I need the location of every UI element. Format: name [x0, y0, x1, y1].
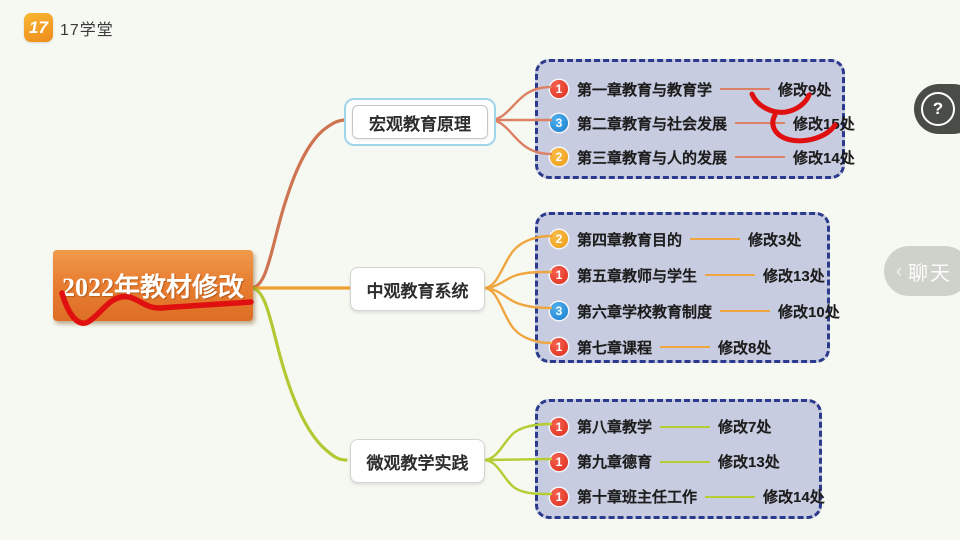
branch-node-micro[interactable]: 微观教学实践	[350, 439, 485, 483]
branch-node-macro[interactable]: 宏观教育原理	[344, 98, 496, 146]
revision-count: 修改7处	[718, 419, 772, 436]
chapter-title: 第三章教育与人的发展	[577, 149, 728, 167]
priority-badge: 2	[550, 230, 568, 248]
branch-node-macro-box: 宏观教育原理	[352, 105, 488, 139]
priority-badge: 1	[550, 266, 568, 284]
chapter-title: 第九章德育	[577, 454, 653, 471]
brand-logo-icon: 17	[24, 13, 53, 42]
priority-badge: 2	[550, 148, 568, 166]
revision-count: 修改13处	[718, 454, 780, 471]
row-connector-line	[660, 460, 711, 463]
chapter-title: 第一章教育与教育学	[577, 81, 713, 99]
row-connector-line	[735, 122, 786, 124]
root-node[interactable]: 2022年教材修改	[53, 250, 253, 321]
chapter-row[interactable]: 2 第三章教育与人的发展 修改14处	[538, 140, 855, 174]
chapter-row[interactable]: 1 第七章课程 修改8处	[538, 329, 827, 365]
revision-count: 修改15处	[793, 115, 855, 133]
row-connector-line	[735, 156, 786, 158]
revision-count: 修改14处	[763, 489, 825, 506]
priority-badge: 3	[550, 302, 568, 320]
branch-node-macro-label: 宏观教育原理	[369, 114, 471, 134]
chevron-left-icon: ‹	[896, 260, 902, 281]
wire-root-macro	[249, 118, 348, 290]
priority-badge: 1	[550, 417, 568, 436]
chat-tab-label: 聊天	[908, 262, 952, 285]
chapter-title: 第十章班主任工作	[577, 489, 698, 506]
priority-badge: 1	[550, 487, 568, 506]
chapter-row[interactable]: 1 第一章教育与教育学 修改9处	[538, 72, 842, 106]
row-connector-line	[705, 495, 756, 498]
revision-count: 修改8处	[718, 339, 772, 357]
revision-count: 修改13处	[763, 267, 825, 285]
branch-node-meso[interactable]: 中观教育系统	[350, 267, 485, 311]
chapter-row[interactable]: 1 第十章班主任工作 修改14处	[538, 479, 825, 514]
chapter-row[interactable]: 2 第四章教育目的 修改3处	[538, 221, 827, 257]
revision-count: 修改14处	[793, 149, 855, 167]
row-connector-line	[720, 88, 771, 90]
row-connector-line	[720, 310, 771, 312]
row-connector-line	[690, 238, 741, 240]
priority-badge: 1	[550, 338, 568, 356]
root-node-label: 2022年教材修改	[61, 273, 244, 302]
row-connector-line	[660, 346, 711, 348]
revision-count: 修改3处	[748, 231, 802, 249]
brand-header: 17 17学堂	[24, 13, 114, 42]
chapter-row[interactable]: 1 第五章教师与学生 修改13处	[538, 257, 827, 293]
revision-count: 修改9处	[778, 81, 832, 99]
row-connector-line	[660, 425, 711, 428]
question-mark-icon: ?	[921, 92, 955, 126]
group-box-macro[interactable]: 1 第一章教育与教育学 修改9处 3 第二章教育与社会发展 修改15处 2 第三…	[535, 59, 855, 179]
chat-panel-toggle[interactable]: ‹ 聊天	[884, 246, 960, 296]
chapter-title: 第六章学校教育制度	[577, 303, 713, 321]
group-box-micro[interactable]: 1 第八章教学 修改7处 1 第九章德育 修改13处 1 第十章班主任工作 修改…	[535, 399, 825, 519]
branch-node-meso-label: 中观教育系统	[366, 281, 469, 301]
chapter-title: 第七章课程	[577, 339, 653, 357]
chapter-row[interactable]: 1 第八章教学 修改7处	[538, 409, 819, 444]
chapter-title: 第五章教师与学生	[577, 267, 698, 285]
chapter-row[interactable]: 1 第九章德育 修改13处	[538, 444, 819, 479]
chapter-title: 第二章教育与社会发展	[577, 115, 728, 133]
chapter-row[interactable]: 3 第二章教育与社会发展 修改15处	[538, 106, 855, 140]
priority-badge: 1	[550, 80, 568, 98]
brand-name: 17学堂	[60, 21, 114, 39]
revision-count: 修改10处	[778, 303, 840, 321]
wire-root-micro	[249, 286, 348, 462]
row-connector-line	[705, 274, 756, 276]
chapter-title: 第四章教育目的	[577, 231, 683, 249]
priority-badge: 3	[550, 114, 568, 132]
branch-node-micro-label: 微观教学实践	[366, 453, 469, 473]
group-box-meso[interactable]: 2 第四章教育目的 修改3处 1 第五章教师与学生 修改13处 3 第六章学校教…	[535, 212, 840, 365]
chapter-row[interactable]: 3 第六章学校教育制度 修改10处	[538, 293, 840, 329]
help-button[interactable]: ?	[914, 84, 960, 134]
priority-badge: 1	[550, 452, 568, 471]
chapter-title: 第八章教学	[577, 419, 653, 436]
